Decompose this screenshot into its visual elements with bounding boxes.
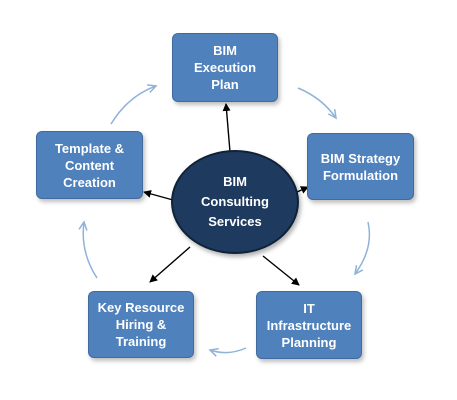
cycle-arrow-key-resource-to-template bbox=[83, 222, 98, 279]
node-label: BIM Strategy Formulation bbox=[320, 150, 401, 183]
spoke-arrow-to-key-resource-hiring-training bbox=[149, 246, 191, 283]
node-label: Template & Content Creation bbox=[54, 140, 125, 190]
node-label: Key Resource Hiring & Training bbox=[97, 300, 185, 349]
node-bim-execution-plan: BIM Execution Plan bbox=[172, 33, 278, 102]
node-template-content-creation: Template & Content Creation bbox=[36, 131, 143, 199]
cycle-arrow-template-to-execution bbox=[110, 86, 156, 125]
cycle-arrow-strategy-to-it bbox=[355, 221, 371, 274]
node-it-infrastructure-planning: IT Infrastructure Planning bbox=[256, 291, 362, 359]
spoke-arrow-to-bim-strategy-formulation bbox=[296, 186, 309, 194]
hub-label: BIM Consulting Services bbox=[201, 174, 269, 229]
node-label: IT Infrastructure Planning bbox=[266, 300, 352, 350]
node-key-resource-hiring-training: Key Resource Hiring & Training bbox=[88, 291, 194, 358]
node-label: BIM Execution Plan bbox=[193, 43, 257, 92]
hub-bim-consulting-services: BIM Consulting Services bbox=[171, 150, 299, 254]
node-bim-strategy-formulation: BIM Strategy Formulation bbox=[307, 133, 414, 200]
cycle-arrow-execution-to-strategy bbox=[297, 87, 336, 118]
spoke-arrow-to-it-infrastructure-planning bbox=[262, 255, 300, 286]
spoke-arrow-to-bim-execution-plan bbox=[222, 103, 231, 153]
spoke-arrow-to-template-content-creation bbox=[143, 190, 174, 201]
cycle-arrow-it-to-key-resource bbox=[210, 347, 247, 353]
